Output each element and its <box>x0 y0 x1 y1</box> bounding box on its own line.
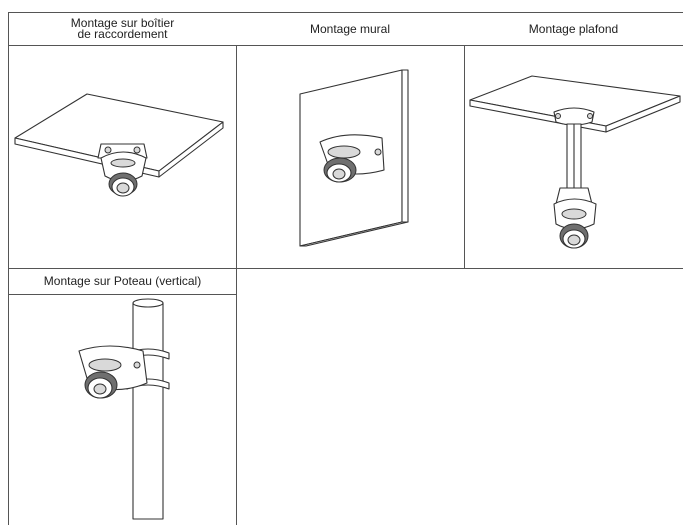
junction-box-ceiling-mount-illustration <box>14 93 224 197</box>
image-cell-ceiling <box>464 46 683 269</box>
pendant-ceiling-mount-illustration <box>469 75 681 249</box>
wall-mount-illustration <box>299 69 409 247</box>
image-cell-pole <box>8 295 237 525</box>
header-pole-mount: Montage sur Poteau (vertical) <box>8 269 237 295</box>
header-junction-box-label-line2: de raccordement <box>77 27 168 41</box>
image-cell-wall <box>236 46 465 269</box>
header-wall-mount: Montage mural <box>236 12 465 46</box>
header-pole-mount-label: Montage sur Poteau (vertical) <box>43 274 202 288</box>
image-cell-junction-box <box>8 46 237 269</box>
header-junction-box-mount: Montage sur boîtier de raccordement <box>8 12 237 46</box>
header-ceiling-mount-label: Montage plafond <box>528 21 619 36</box>
vertical-pole-mount-illustration <box>78 298 170 520</box>
header-junction-box-label-line1: Montage sur boîtier <box>70 16 175 30</box>
header-ceiling-mount: Montage plafond <box>464 12 683 46</box>
header-wall-mount-label: Montage mural <box>309 21 391 36</box>
